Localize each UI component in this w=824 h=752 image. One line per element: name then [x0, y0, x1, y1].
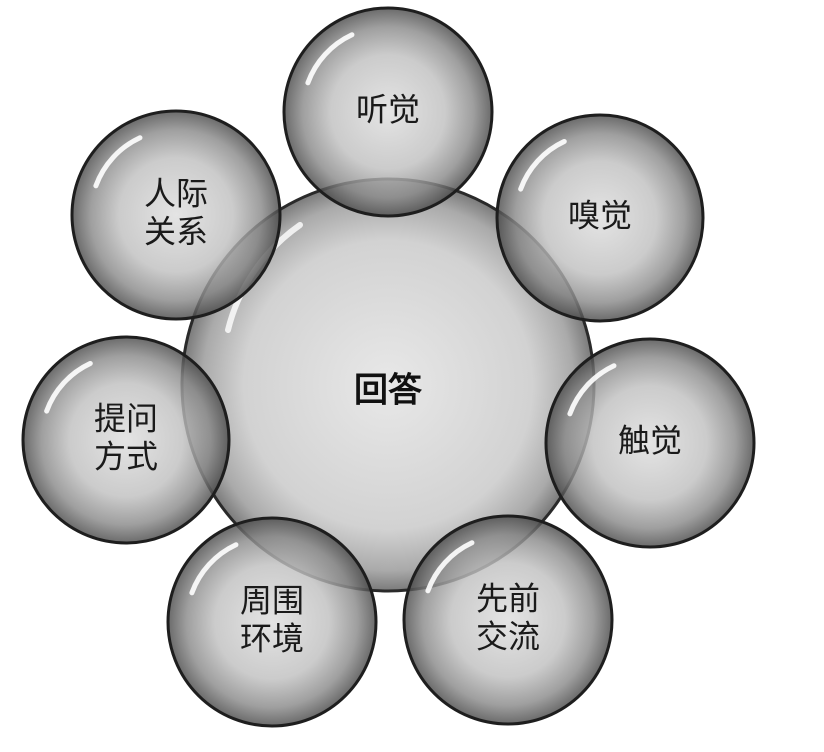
bubble-label-questioning-style-line-2: 方式	[94, 438, 158, 476]
bubble-label-hearing-line-1: 听觉	[356, 91, 420, 129]
bubble-label-surroundings-line-2: 环境	[240, 620, 304, 658]
bubble-label-questioning-style-line-1: 提问	[94, 400, 158, 438]
bubble-circle	[70, 109, 282, 321]
bubble-highlight	[189, 542, 239, 596]
bubble-label-prior-communication-line-1: 先前	[476, 580, 540, 618]
bubble-circle	[495, 113, 705, 323]
bubble-label-surroundings-line-1: 周围	[240, 582, 304, 620]
bubble-label-touch-line-1: 触觉	[618, 422, 682, 460]
bubble-label-relationships-line-1: 人际	[144, 175, 208, 213]
bubble-smell: 嗅觉	[495, 113, 705, 323]
bubble-circle	[282, 6, 494, 218]
bubble-label-relationships-line-2: 关系	[144, 213, 208, 251]
bubble-touch: 触觉	[544, 337, 756, 549]
center-label: 回答	[354, 371, 423, 411]
bubble-highlight	[44, 360, 93, 414]
bubble-circle	[21, 335, 231, 545]
bubble-circle	[544, 337, 756, 549]
bubble-circle	[166, 516, 378, 728]
bubble-highlight	[518, 138, 567, 192]
bubble-label-prior-communication-line-2: 交流	[476, 618, 540, 656]
bubble-highlight	[425, 540, 475, 594]
bubble-highlight	[567, 363, 617, 417]
bubble-label-smell-line-1: 嗅觉	[568, 197, 632, 235]
bubble-circle	[402, 514, 614, 726]
bubble-highlight	[305, 32, 355, 86]
bubble-hearing: 听觉	[282, 6, 494, 218]
bubble-highlight	[93, 135, 143, 189]
